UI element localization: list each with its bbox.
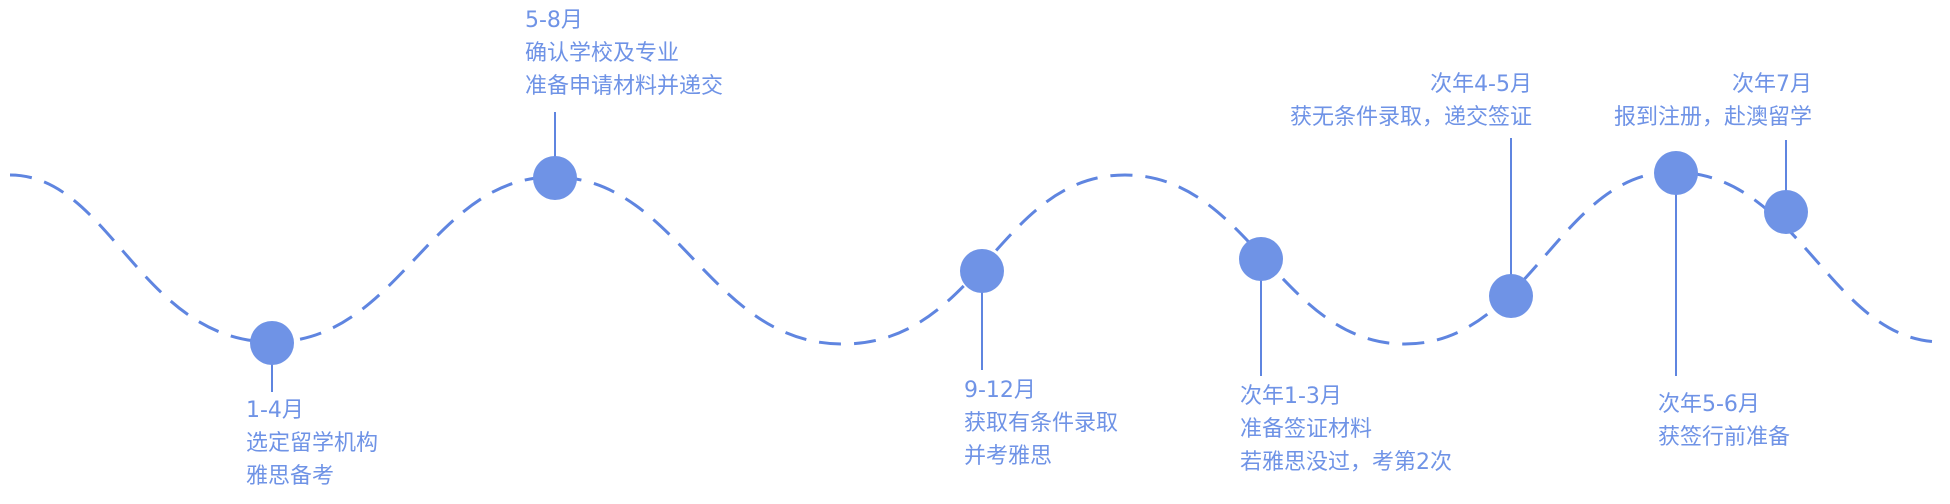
milestone-node-6: [1654, 151, 1698, 195]
milestone-label-4: 次年1-3月 准备签证材料 若雅思没过，考第2次: [1240, 380, 1452, 479]
milestone-period: 1-4月: [246, 398, 304, 423]
milestone-label-1: 1-4月 选定留学机构 雅思备考: [246, 394, 378, 493]
milestone-label-2: 5-8月 确认学校及专业 准备申请材料并递交: [525, 4, 723, 103]
milestone-period: 5-8月: [525, 8, 583, 33]
milestone-task: 并考雅思: [964, 444, 1053, 469]
milestone-task: 获签行前准备: [1658, 425, 1791, 450]
milestone-task: 报到注册，赴澳留学: [1613, 105, 1812, 130]
milestone-period: 9-12月: [964, 378, 1036, 403]
milestone-task: 选定留学机构: [246, 431, 379, 456]
milestone-period: 次年7月: [1732, 72, 1812, 97]
milestone-period: 次年5-6月: [1658, 392, 1760, 417]
milestone-node-1: [250, 321, 294, 365]
milestone-node-4: [1239, 237, 1283, 281]
milestone-task: 准备签证材料: [1240, 417, 1373, 442]
milestone-task: 准备申请材料并递交: [525, 74, 724, 99]
milestone-label-3: 9-12月 获取有条件录取 并考雅思: [964, 374, 1118, 473]
milestone-period: 次年1-3月: [1240, 384, 1342, 409]
milestone-label-6: 次年5-6月 获签行前准备: [1658, 388, 1790, 454]
milestone-period: 次年4-5月: [1430, 72, 1532, 97]
milestone-label-5: 次年4-5月 获无条件录取，递交签证: [1290, 68, 1532, 134]
milestone-task: 获无条件录取，递交签证: [1289, 105, 1532, 130]
milestone-label-7: 次年7月 报到注册，赴澳留学: [1614, 68, 1812, 134]
milestone-node-3: [960, 249, 1004, 293]
milestone-node-2: [533, 156, 577, 200]
milestone-node-5: [1489, 274, 1533, 318]
milestone-task: 获取有条件录取: [964, 411, 1119, 436]
milestone-task: 确认学校及专业: [525, 41, 680, 66]
milestone-task: 若雅思没过，考第2次: [1240, 450, 1452, 475]
milestone-node-7: [1764, 190, 1808, 234]
timeline-wave: [9, 170, 1941, 346]
milestone-task: 雅思备考: [246, 464, 335, 489]
